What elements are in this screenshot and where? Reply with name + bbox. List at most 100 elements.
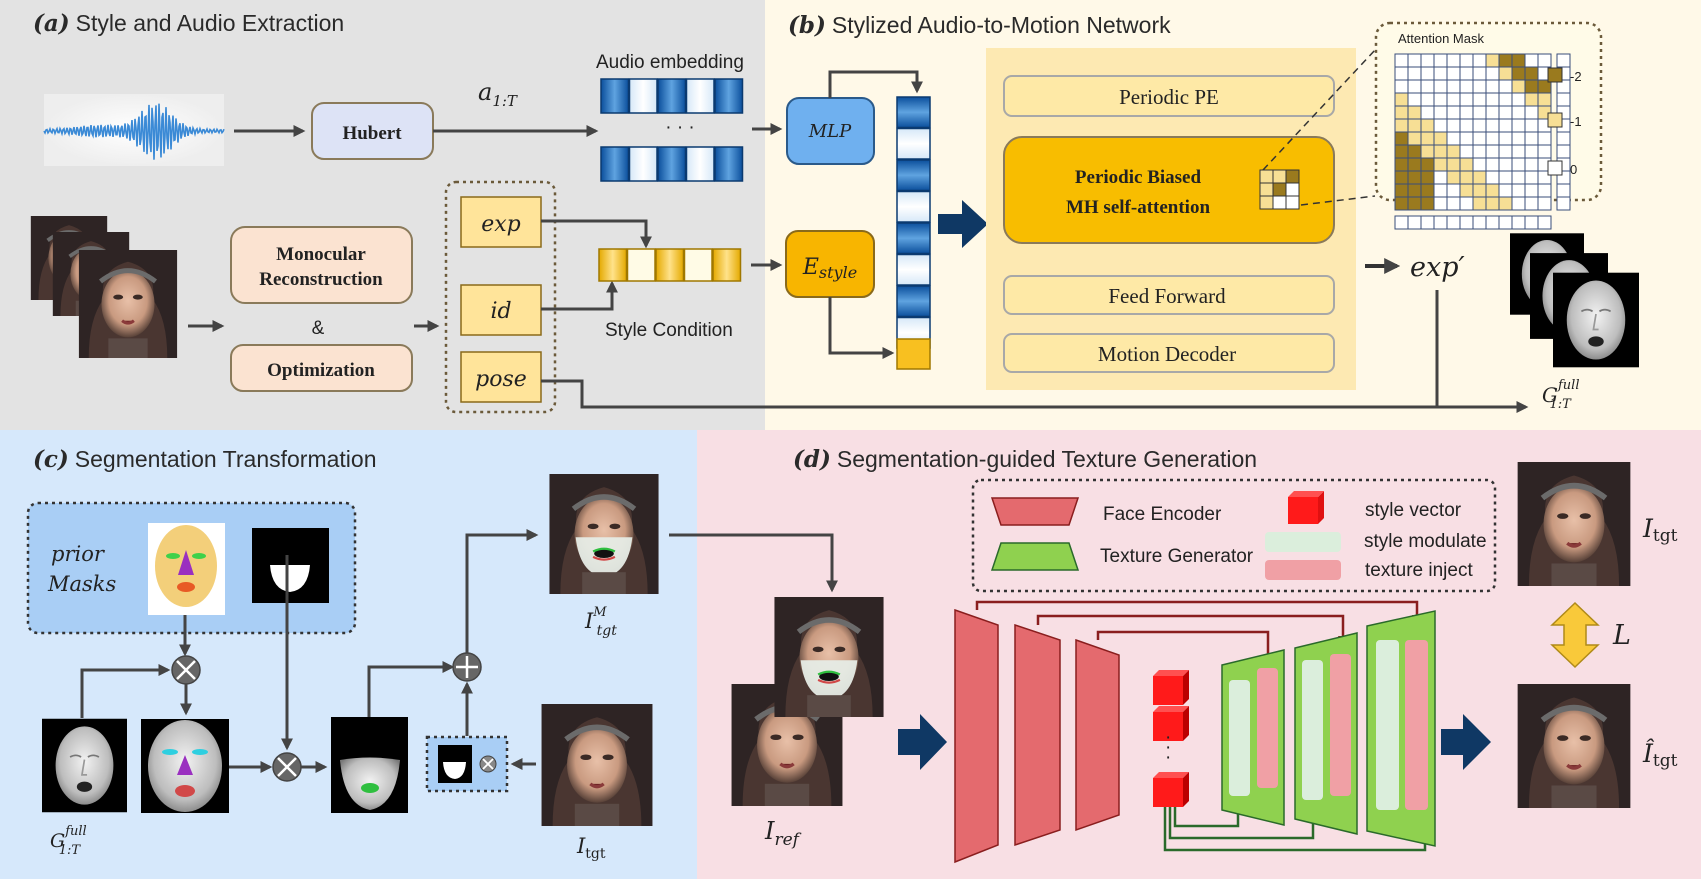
mask-cell <box>1498 66 1513 81</box>
mask-cell <box>1498 131 1513 146</box>
style-condition-vector <box>598 248 742 282</box>
mini-mask-cell <box>1259 195 1274 210</box>
attention-mask-title: Attention Mask <box>1398 31 1484 46</box>
mask-key-cell <box>1524 215 1539 230</box>
mask-cell <box>1498 196 1513 211</box>
mask-cell <box>1433 105 1448 120</box>
mask-cell <box>1511 144 1526 159</box>
mask-cell <box>1433 183 1448 198</box>
mask-cell <box>1524 196 1539 211</box>
mask-cell <box>1511 105 1526 120</box>
mask-key-cell <box>1407 215 1422 230</box>
mask-cell <box>1420 66 1435 81</box>
mask-cell <box>1433 92 1448 107</box>
mask-cell <box>1498 118 1513 133</box>
texture-generator-legend-icon <box>990 542 1080 571</box>
mask-cell <box>1511 92 1526 107</box>
mask-query-cell <box>1556 183 1571 198</box>
mask-cell <box>1394 196 1409 211</box>
mask-cell <box>1537 183 1552 198</box>
mini-mask-cell <box>1272 169 1287 184</box>
feature-cell <box>896 190 931 223</box>
embedding-cell <box>657 146 687 182</box>
mask-cell <box>1511 183 1526 198</box>
mask-cell <box>1433 79 1448 94</box>
mini-mask-cell <box>1259 182 1274 197</box>
feed-forward-label: Feed Forward <box>1108 284 1226 308</box>
i-ref-label: Iref <box>764 817 802 850</box>
style-condition-cell <box>598 248 628 282</box>
texture-inject-legend-icon <box>1265 560 1341 580</box>
texture-generator-stack <box>1221 610 1436 847</box>
mask-key-cell <box>1394 215 1409 230</box>
mask-cell <box>1459 105 1474 120</box>
mask-cell <box>1472 183 1487 198</box>
mask-cell <box>1472 105 1487 120</box>
target-face-c <box>542 704 653 826</box>
legend-face-encoder: Face Encoder <box>1103 504 1222 525</box>
section-c-title: (c)Segmentation Transformation <box>33 446 377 473</box>
loss-arrow <box>1550 601 1600 669</box>
mask-cell <box>1459 53 1474 68</box>
style-feature-cell <box>896 338 931 370</box>
mesh-input-c <box>42 718 127 813</box>
svg-text:0: 0 <box>1570 162 1577 177</box>
mask-cell <box>1472 196 1487 211</box>
big-arrow-d-out <box>1441 714 1491 770</box>
mask-cell <box>1537 53 1552 68</box>
mask-cell <box>1459 196 1474 211</box>
optimization-box <box>230 344 413 392</box>
style-modulate-legend-icon <box>1265 532 1341 552</box>
embedding-ellipsis: · · · <box>665 117 695 138</box>
mask-cell <box>1433 157 1448 172</box>
mask-cell <box>1433 66 1448 81</box>
mask-cell <box>1524 118 1539 133</box>
mini-mask-cell <box>1285 195 1300 210</box>
mask-cell <box>1485 92 1500 107</box>
mask-cell <box>1420 118 1435 133</box>
mask-cell <box>1459 92 1474 107</box>
section-d-title: (d)Segmentation-guided Texture Generatio… <box>793 446 1257 473</box>
segmentation-mesh <box>331 717 408 813</box>
colored-prior-mask <box>148 523 225 615</box>
optimization-label: Optimization <box>267 360 375 381</box>
style-condition-cell <box>655 248 685 282</box>
legend-style-modulate: style modulate <box>1364 531 1487 552</box>
mask-cell <box>1485 118 1500 133</box>
mask-cell <box>1524 183 1539 198</box>
feature-cell <box>896 285 931 318</box>
mask-key-cell <box>1485 215 1500 230</box>
params-dashed-group <box>444 180 557 414</box>
mask-cell <box>1446 79 1461 94</box>
mask-cell <box>1407 118 1422 133</box>
mask-cell <box>1420 144 1435 159</box>
mask-cell <box>1537 131 1552 146</box>
mini-mask-cell <box>1285 182 1300 197</box>
i-tgt-label-c: Itgt <box>576 834 606 862</box>
hubert-label: Hubert <box>342 123 402 144</box>
mask-cell <box>1485 183 1500 198</box>
mask-key-cell <box>1459 215 1474 230</box>
mask-cell <box>1485 144 1500 159</box>
monocular-reconstruction-box <box>230 226 413 304</box>
mask-cell <box>1420 183 1435 198</box>
big-arrow-b <box>938 200 988 248</box>
mask-cell <box>1394 131 1409 146</box>
mask-cell <box>1394 157 1409 172</box>
mini-mask-cell <box>1285 169 1300 184</box>
masked-target-face <box>549 474 658 594</box>
attention-mask-legend: -2 -1 0 <box>1547 67 1582 177</box>
mask-cell <box>1394 183 1409 198</box>
mask-query-cell <box>1556 92 1571 107</box>
mask-cell <box>1485 66 1500 81</box>
feature-cell <box>896 127 931 160</box>
i-tgt-label-d: Itgt <box>1642 514 1678 546</box>
mask-cell <box>1485 131 1500 146</box>
estyle-label: Estyle <box>802 255 857 282</box>
mask-cell <box>1446 53 1461 68</box>
mlp-label: MLP <box>808 121 852 142</box>
face-encoder-legend-icon <box>990 497 1080 526</box>
mask-cell <box>1459 183 1474 198</box>
mask-cell <box>1407 92 1422 107</box>
mask-cell <box>1407 196 1422 211</box>
